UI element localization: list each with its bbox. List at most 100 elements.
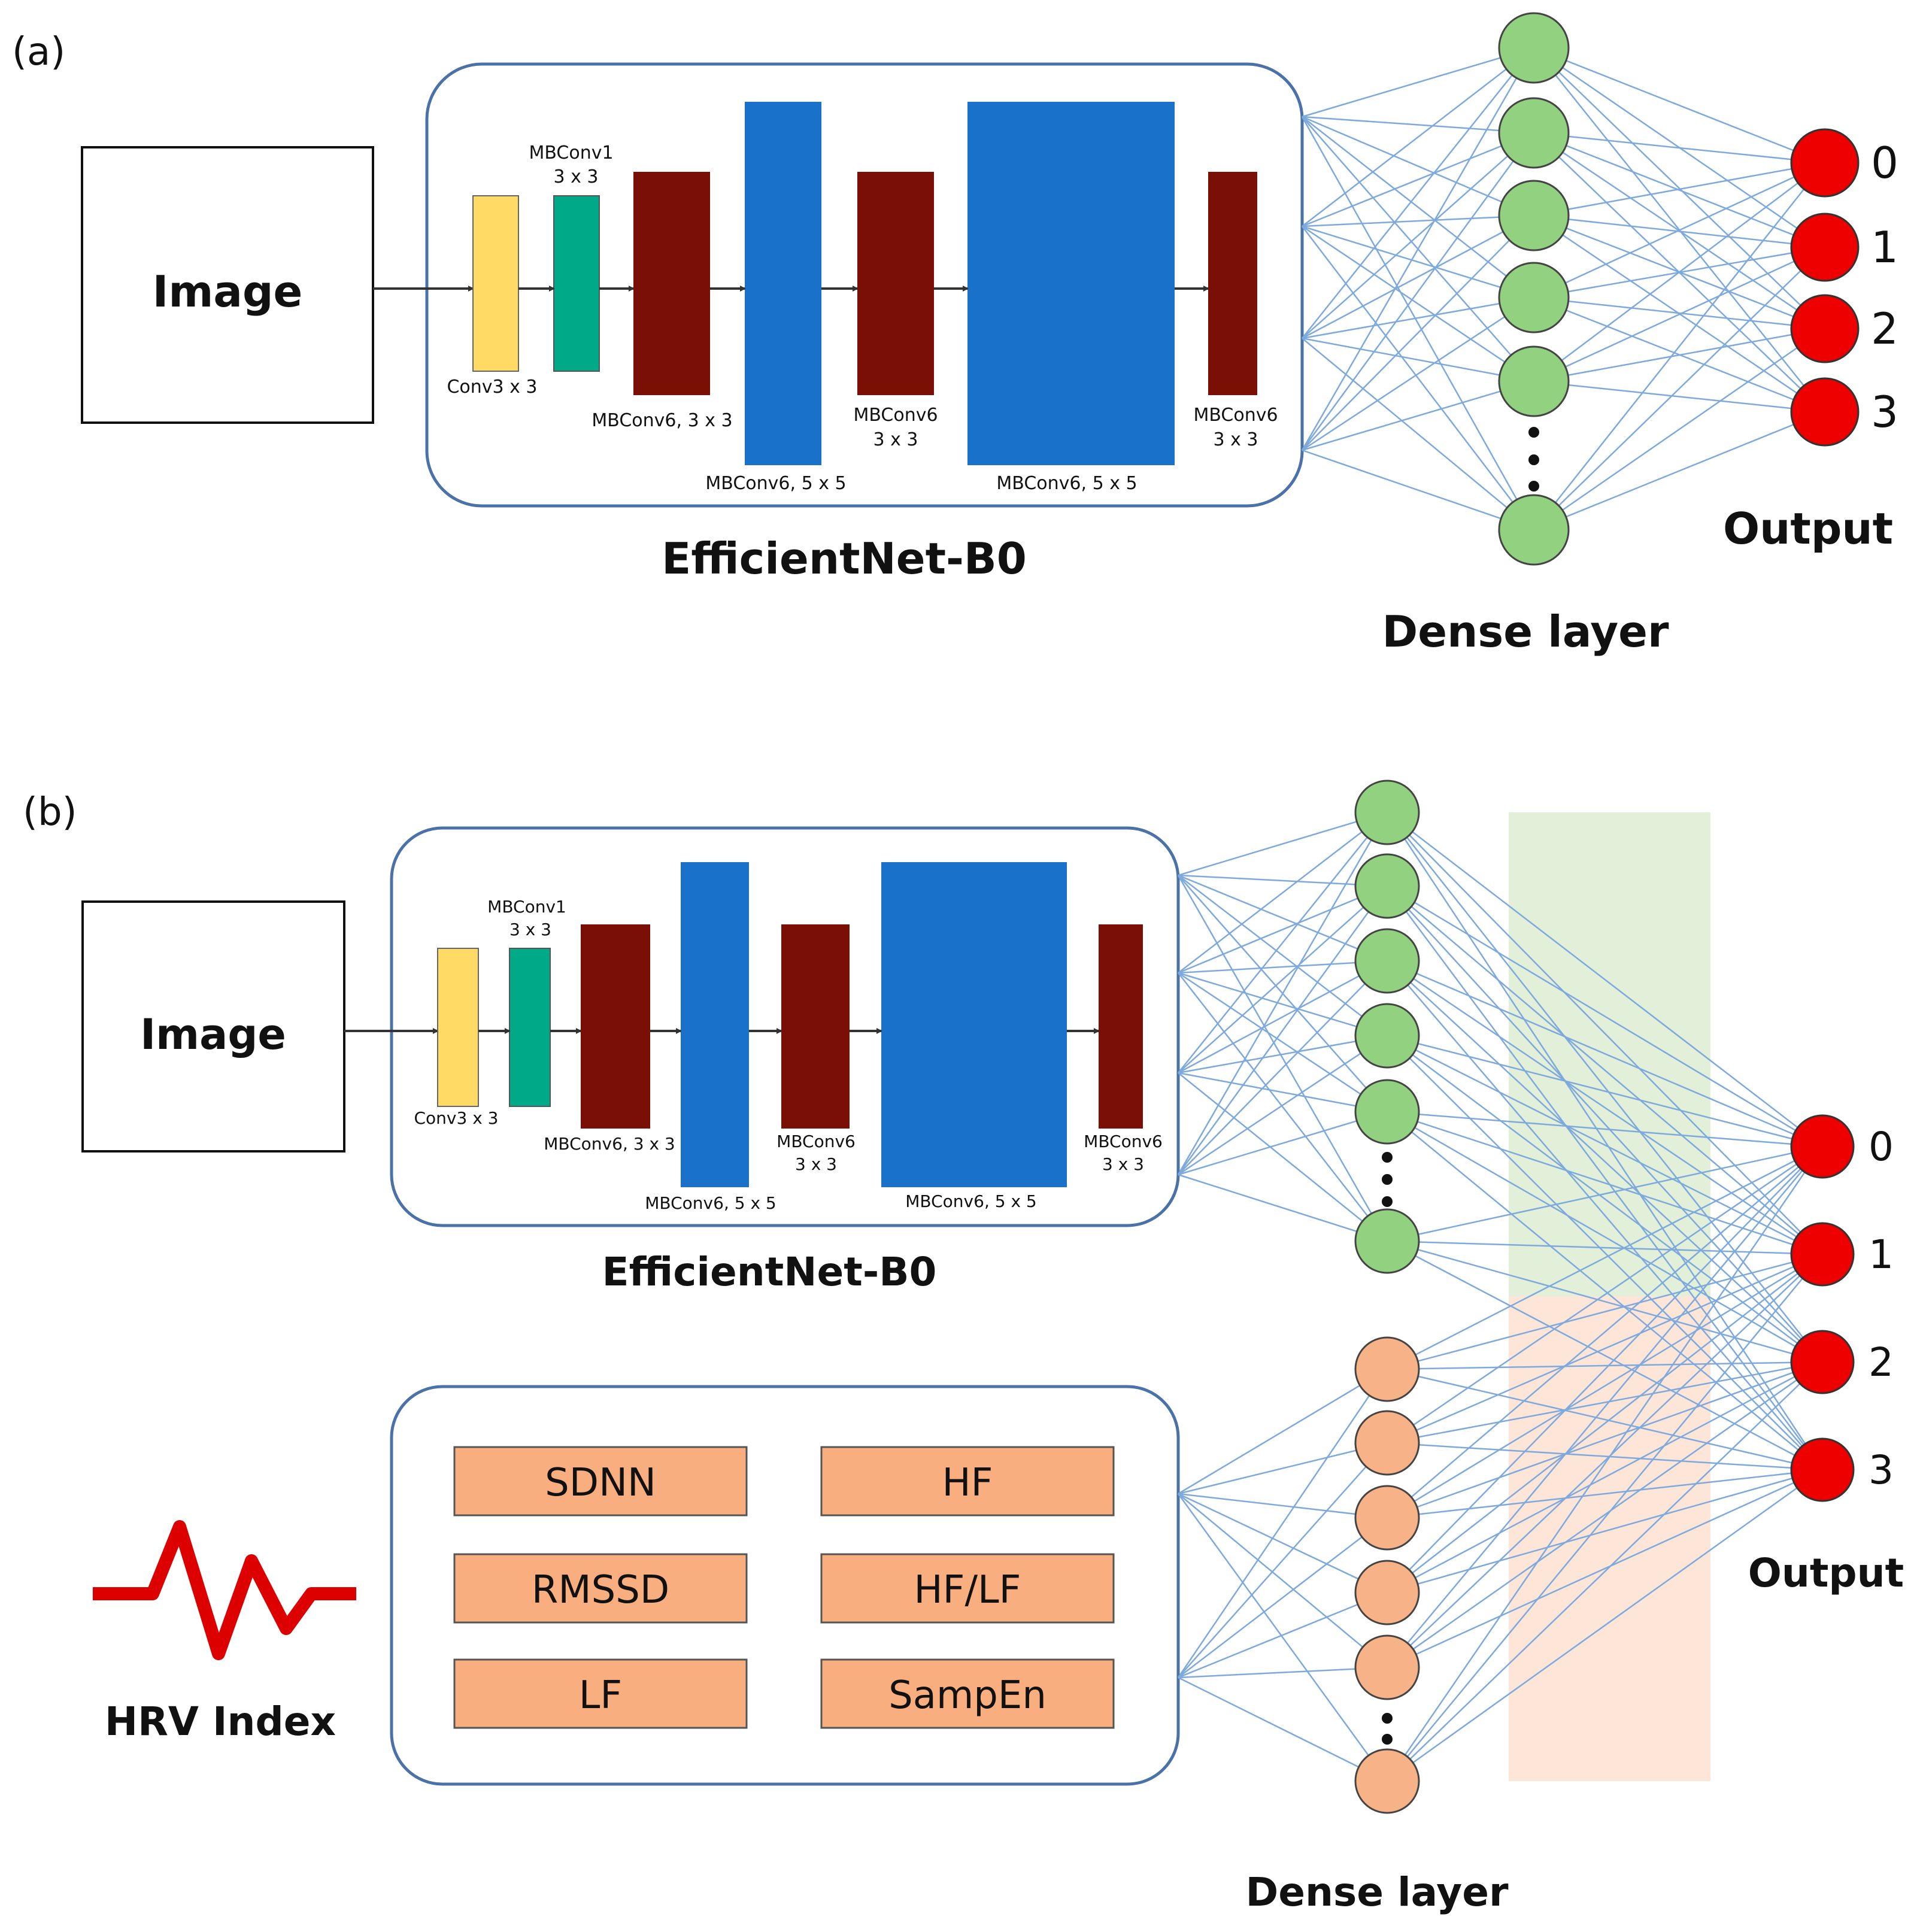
dense-layer-title-b: Dense layer (1245, 1869, 1508, 1915)
output-label-0: 0 (1869, 1124, 1894, 1170)
connection-edge (1178, 1591, 1388, 1679)
connection-edge (1178, 1035, 1388, 1176)
conv3x3-block (437, 948, 479, 1107)
dense-node (1354, 780, 1420, 845)
connection-edge (1178, 1442, 1388, 1678)
conv3x3-label: Conv3 x 3 (414, 1108, 499, 1128)
hrv-feature-label: LF (579, 1673, 622, 1718)
mbconv1-label-line2: 3 x 3 (554, 166, 599, 187)
connection-edge (1386, 885, 1824, 1470)
mbconv6-3x3-label-1: MBConv6, 3 x 3 (544, 1134, 675, 1154)
dense-node (1354, 1079, 1420, 1145)
connection-edge (1533, 162, 1825, 382)
connection-edge (1302, 296, 1534, 339)
orange-band (1509, 1296, 1710, 1781)
panel-a: (a) Image EfficientNet-B0 Conv3 x 3 MBCo… (12, 12, 1898, 657)
connection-edge (1387, 1442, 1823, 1471)
connection-edge (1387, 1111, 1823, 1470)
connection-edge (1387, 1469, 1823, 1782)
connection-edge (1302, 47, 1534, 227)
connection-edge (1302, 47, 1534, 339)
mbconv6-3x3-block-3 (1208, 172, 1257, 395)
mbconv6-3x3-label-2-line1: MBConv6 (776, 1132, 856, 1151)
mbconv1-block (553, 195, 600, 372)
mbconv6-5x5-block-2 (967, 102, 1175, 465)
connection-edge (1387, 1111, 1823, 1148)
connection-edge (1178, 875, 1388, 1036)
mbconv6-3x3-label-2-line2: 3 x 3 (795, 1154, 837, 1174)
connection-edge (1387, 812, 1823, 1363)
mbconv6-5x5-label-1: MBConv6, 5 x 5 (705, 473, 846, 494)
connection-edge (1387, 960, 1823, 1363)
connection-edge (1387, 885, 1823, 1363)
dense-node (1498, 97, 1570, 169)
connection-edge (1302, 132, 1534, 339)
dense-node (1498, 12, 1570, 84)
output-label-3: 3 (1871, 387, 1898, 437)
connection-edge (1387, 1361, 1823, 1444)
connection-edge (1178, 960, 1388, 1175)
hrv-feature-label: HF (942, 1461, 993, 1505)
mbconv1-label-line1: MBConv1 (529, 142, 613, 163)
output-label-1: 1 (1869, 1232, 1894, 1278)
connection-edge (1178, 1493, 1388, 1668)
connection-edge (1387, 1146, 1823, 1593)
connection-edge (1301, 47, 1535, 451)
connection-edge (1177, 875, 1388, 1242)
output-node (1790, 1222, 1855, 1287)
connection-edge (1178, 1666, 1388, 1679)
connection-edge (1387, 1145, 1823, 1370)
dense-node (1354, 928, 1420, 994)
connection-edge (1178, 960, 1388, 974)
connection-edge (1302, 226, 1534, 530)
hrv-index-title: HRV Index (105, 1699, 336, 1745)
mbconv6-5x5-block-1 (745, 102, 821, 465)
output-label-2: 2 (1869, 1339, 1894, 1385)
connection-edge (1178, 1072, 1388, 1242)
output-node (1790, 213, 1860, 282)
mbconv1-block (509, 948, 551, 1107)
connection-edge (1178, 960, 1388, 1074)
hrv-feature-sampen (820, 1658, 1115, 1729)
connection-edge (1387, 1254, 1823, 1593)
connection-edge (1178, 1368, 1388, 1495)
connection-edge (1178, 1517, 1388, 1678)
panel-a-tag: (a) (12, 30, 65, 74)
connection-edge (1302, 337, 1534, 383)
mbconv6-3x3-label-2-line2: 3 x 3 (873, 429, 918, 450)
connection-edge (1302, 214, 1534, 339)
mbconv6-5x5-block-1 (681, 862, 749, 1187)
connection-edge (1302, 116, 1534, 217)
mbconv6-3x3-block-2 (781, 924, 850, 1129)
connection-edge (1178, 1442, 1388, 1495)
mbconv6-5x5-label-1: MBConv6, 5 x 5 (645, 1193, 776, 1213)
connection-edge (1387, 1253, 1823, 1444)
dense-node (1498, 494, 1570, 566)
ellipsis-dot (1382, 1196, 1393, 1207)
connection-edge (1387, 1469, 1823, 1594)
ellipsis-dot (1528, 481, 1539, 492)
mbconv6-3x3-label-3-line2: 3 x 3 (1102, 1154, 1144, 1174)
connection-edge (1178, 1111, 1388, 1176)
connection-edge (1178, 972, 1388, 1037)
mbconv6-5x5-label-2: MBConv6, 5 x 5 (996, 473, 1137, 494)
connection-edge (1533, 162, 1825, 530)
connection-edge (1533, 411, 1825, 531)
dense-node (1354, 1336, 1420, 1402)
connection-edge (1302, 225, 1534, 299)
dense-layer-a (1498, 12, 1570, 566)
connection-edge (1387, 1368, 1823, 1471)
heartbeat-icon (93, 1520, 356, 1660)
mbconv6-3x3-label-1: MBConv6, 3 x 3 (592, 410, 732, 431)
connection-edge (1302, 47, 1534, 118)
conv3x3-label: Conv3 x 3 (447, 377, 537, 398)
ellipsis-dot (1528, 454, 1539, 465)
connection-edge (1387, 812, 1823, 1255)
connection-edge (1178, 1035, 1388, 1074)
connection-edge (1533, 327, 1825, 531)
connection-edge (1386, 1146, 1824, 1782)
connection-edge (1387, 1253, 1823, 1370)
connection-edge (1387, 1254, 1823, 1782)
connection-edge (1178, 885, 1388, 1073)
hrv-feature-label: HF/LF (914, 1568, 1021, 1612)
